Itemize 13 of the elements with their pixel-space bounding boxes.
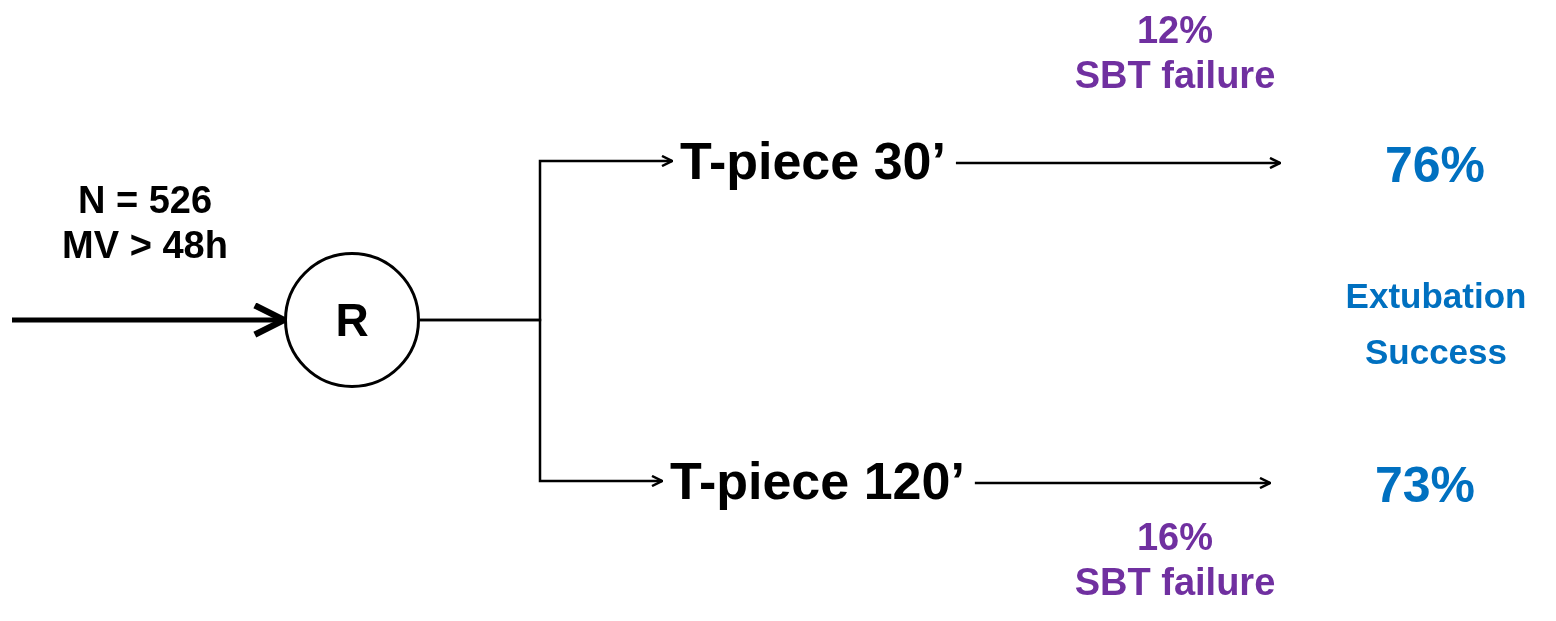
node-text: 73% (1350, 452, 1500, 518)
arrow (974, 476, 1272, 490)
node-text: T-piece 30’ (680, 126, 946, 196)
node-text: 76% (1360, 132, 1510, 198)
node-text: T-piece 120’ (670, 446, 965, 516)
circle-node (284, 252, 420, 388)
note-text: Extubation Success (1344, 275, 1528, 373)
edge-label: 12% SBT failure (1073, 8, 1277, 98)
edge-label: N = 526 MV > 48h (61, 178, 229, 268)
edge-label: 16% SBT failure (1073, 515, 1277, 605)
node-label: R (335, 293, 369, 347)
arrow (955, 156, 1282, 170)
arrow (420, 318, 664, 488)
